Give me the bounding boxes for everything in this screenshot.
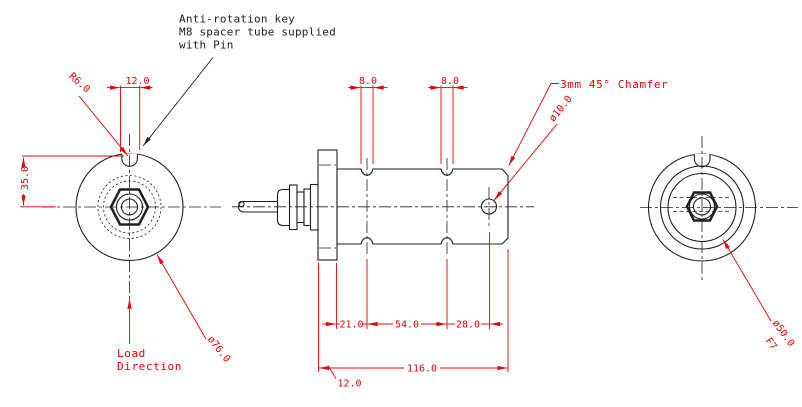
dim-keyway-radius: R6.0 bbox=[67, 71, 92, 95]
leader-line bbox=[722, 239, 772, 322]
dim-keyway-offset: 35.0 bbox=[20, 166, 31, 190]
cable-gland-boot bbox=[276, 188, 291, 227]
dim-outer-diameter: ø76.0 bbox=[205, 334, 232, 364]
dim-groove2-to-hole: 28.0 bbox=[456, 320, 480, 331]
cable-gland-ring bbox=[309, 183, 319, 231]
hex-nut bbox=[685, 191, 719, 222]
bolt-circle-outer bbox=[97, 175, 162, 239]
anti-rotation-note: with Pin bbox=[179, 39, 234, 52]
leader-line bbox=[327, 365, 337, 379]
side-view: 8.0 8.0 3mm 45° Chamfer ø10.0 21.0 54.0 … bbox=[232, 76, 668, 390]
leader-line bbox=[78, 95, 129, 157]
cable-gland-ring bbox=[296, 191, 305, 224]
cable-gland-ring bbox=[288, 184, 298, 231]
dim-flange-to-groove1: 21.0 bbox=[339, 320, 363, 331]
dim-groove-spacing: 54.0 bbox=[395, 320, 419, 331]
dim-groove1-width: 8.0 bbox=[359, 76, 377, 87]
dim-hole-diameter: ø10.0 bbox=[547, 94, 574, 124]
flange bbox=[317, 149, 338, 261]
dim-keyway-width: 12.0 bbox=[125, 76, 149, 87]
annotations: Anti-rotation key M8 spacer tube supplie… bbox=[142, 13, 336, 147]
anti-rotation-note: M8 spacer tube supplied bbox=[179, 26, 336, 39]
note-leader-line bbox=[142, 57, 214, 147]
leader-line bbox=[493, 123, 558, 201]
load-direction-label: Direction bbox=[117, 360, 182, 373]
chamfer-note: 3mm 45° Chamfer bbox=[560, 78, 668, 91]
load-direction-label: Load bbox=[117, 347, 146, 360]
dim-flange-thickness: 12.0 bbox=[338, 379, 362, 390]
dim-overall-length: 116.0 bbox=[407, 364, 437, 375]
dim-groove2-width: 8.0 bbox=[441, 76, 459, 87]
dim-spigot-tolerance: F7 bbox=[763, 336, 779, 352]
leader-line bbox=[156, 254, 207, 340]
rear-view: ø50.0 F7 bbox=[640, 136, 798, 352]
leader-line bbox=[508, 83, 559, 166]
front-view: 12.0 R6.0 35.0 ø76.0 Load Direction bbox=[20, 71, 232, 373]
anti-rotation-note: Anti-rotation key bbox=[179, 13, 295, 26]
cable-gland-ring bbox=[303, 188, 312, 227]
